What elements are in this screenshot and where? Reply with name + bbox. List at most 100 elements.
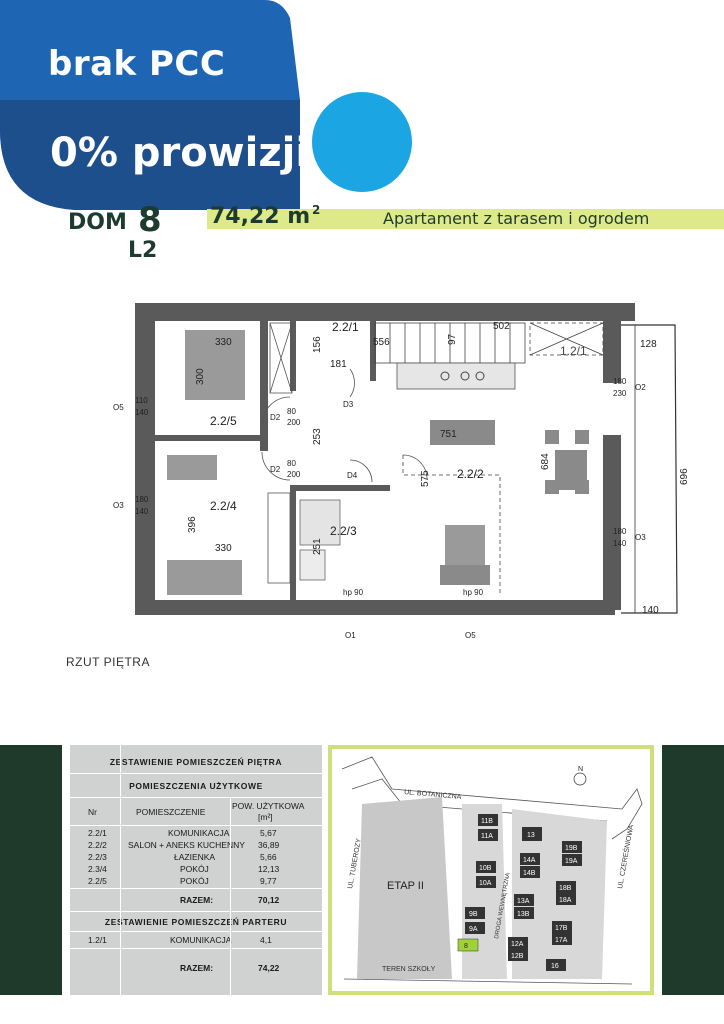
window-o5-left-height: 140 [135, 408, 149, 417]
dim-253: 253 [312, 428, 323, 445]
room-2-2-5: 2.2/5 [210, 414, 237, 428]
window-o3-right: O3 [635, 533, 646, 542]
room-2-2-1: 2.2/1 [332, 320, 359, 334]
unit-label: 13 [527, 832, 535, 839]
room-1-2-1: 1.2/1 [560, 344, 587, 358]
room-2-2-4: 2.2/4 [210, 499, 237, 513]
door-d2-upper: D2 [270, 413, 281, 422]
unit-label: 17B [555, 925, 568, 932]
dim-156: 156 [312, 336, 323, 353]
door-d3: D3 [343, 400, 354, 409]
table-row-name: POKÓJ [180, 864, 209, 874]
unit-label: 11B [481, 818, 493, 825]
dim-251: 251 [312, 538, 323, 555]
table-row-nr: 2.2/5 [88, 876, 107, 886]
dim-97: 97 [447, 333, 458, 345]
unit-label: 14A [523, 857, 536, 864]
window-o5-bottom: O5 [465, 631, 476, 640]
unit-label: 18A [559, 897, 572, 904]
dim-502: 502 [493, 321, 510, 332]
unit-label: 11A [481, 833, 493, 840]
table-title-upper: ZESTAWIENIE POMIESZCZEŃ PIĘTRA [109, 757, 283, 767]
door-d4: D4 [347, 471, 358, 480]
table-row-area: 5,66 [260, 852, 277, 862]
total-upper-value: 70,12 [258, 895, 280, 905]
table-row-nr: 2.2/2 [88, 840, 107, 850]
door-d2-upper-height: 200 [287, 418, 301, 427]
promo-zero-commission-text: 0% prowizji [50, 130, 310, 176]
site-map-drawing: UL. BOTANICZNA UL. TUBEROZY UL. CZEREŚNI… [341, 756, 643, 985]
unit-label: 10B [479, 865, 492, 872]
unit-label: 12B [511, 953, 524, 960]
house-label: DOM [68, 210, 127, 235]
table-row-area: 9,77 [260, 876, 277, 886]
unit-label: 9A [469, 926, 478, 933]
dim-684: 684 [540, 453, 551, 470]
unit-label: 13B [517, 911, 530, 918]
plan-caption: RZUT PIĘTRA [66, 655, 150, 669]
area-value: 74,22 m [210, 204, 311, 229]
dim-751: 751 [440, 429, 457, 440]
door-d2-lower-height: 200 [287, 470, 301, 479]
unit-label: 19A [565, 858, 578, 865]
window-o3-right-height: 140 [613, 539, 627, 548]
level-label: L2 [128, 238, 158, 263]
unit-label-highlight: 8 [464, 943, 468, 950]
unit-label: 10A [479, 880, 492, 887]
total-label-all: RAZEM: [180, 963, 214, 973]
window-o5-left-width: 110 [135, 396, 148, 405]
dim-330-bottom: 330 [215, 543, 232, 554]
door-d2-lower-width: 80 [287, 459, 296, 468]
table-row-name: POKÓJ [180, 876, 209, 886]
house-number: 8 [138, 200, 162, 240]
table-row-area: 5,67 [260, 828, 277, 838]
window-o2-right: O2 [635, 383, 646, 392]
col-room-header: POMIESZCZENIE [136, 807, 206, 817]
dim-575: 575 [420, 470, 431, 487]
dim-396: 396 [187, 516, 198, 533]
unit-label: 17A [555, 937, 568, 944]
dim-128: 128 [640, 339, 657, 350]
table-row-name: ŁAZIENKA [174, 852, 216, 862]
total-all-value: 74,22 [258, 963, 280, 973]
table-row-nr: 1.2/1 [88, 935, 107, 945]
window-o3-left: O3 [113, 501, 124, 510]
table-row-nr: 2.2/3 [88, 852, 107, 862]
table-row-area: 4,1 [260, 935, 272, 945]
table-subtitle: POMIESZCZENIA UŻYTKOWE [129, 781, 263, 791]
right-dark-panel [662, 745, 724, 995]
table-row-name: SALON + ANEKS KUCHENNY [128, 840, 245, 850]
dim-696: 696 [679, 468, 690, 485]
window-o2-right-height: 230 [613, 389, 627, 398]
window-o3-left-width: 180 [135, 495, 149, 504]
window-hp-left: hp 90 [343, 588, 364, 597]
floor-plan: 2.2/5 2.2/4 2.2/3 2.2/2 2.2/1 1.2/1 330 … [113, 303, 690, 640]
dim-330-top: 330 [215, 337, 232, 348]
unit-label: 12A [511, 941, 524, 948]
window-o3-right-width: 180 [613, 527, 627, 536]
table-row-area: 12,13 [258, 864, 280, 874]
unit-label: 19B [565, 845, 578, 852]
street-teren-szkoly: TEREN SZKOŁY [382, 966, 436, 973]
unit-label: 13A [517, 898, 530, 905]
promo-banner [0, 0, 412, 210]
dim-556: 556 [373, 337, 390, 348]
apartment-description: Apartament z tarasem i ogrodem [383, 209, 650, 228]
accent-bar [207, 209, 724, 229]
door-d2-upper-width: 80 [287, 407, 296, 416]
dim-140: 140 [642, 605, 659, 616]
table-row-nr: 2.3/4 [88, 864, 107, 874]
table-title-lower: ZESTAWIENIE POMIESZCZEŃ PARTERU [104, 917, 288, 927]
total-label-upper: RAZEM: [180, 895, 214, 905]
room-2-2-3: 2.2/3 [330, 524, 357, 538]
room-2-2-2: 2.2/2 [457, 467, 484, 481]
area-unit-superscript: 2 [312, 203, 321, 217]
table-row-nr: 2.2/1 [88, 828, 107, 838]
unit-label: 14B [523, 870, 536, 877]
site-map: UL. BOTANICZNA UL. TUBEROZY UL. CZEREŚNI… [328, 745, 654, 995]
rooms-summary-table: ZESTAWIENIE POMIESZCZEŃ PIĘTRA POMIESZCZ… [70, 745, 322, 995]
col-area-unit: [m²] [258, 812, 273, 822]
door-d2-lower: D2 [270, 465, 281, 474]
window-o5-left: O5 [113, 403, 124, 412]
table-row-name: KOMUNIKACJA [168, 828, 230, 838]
